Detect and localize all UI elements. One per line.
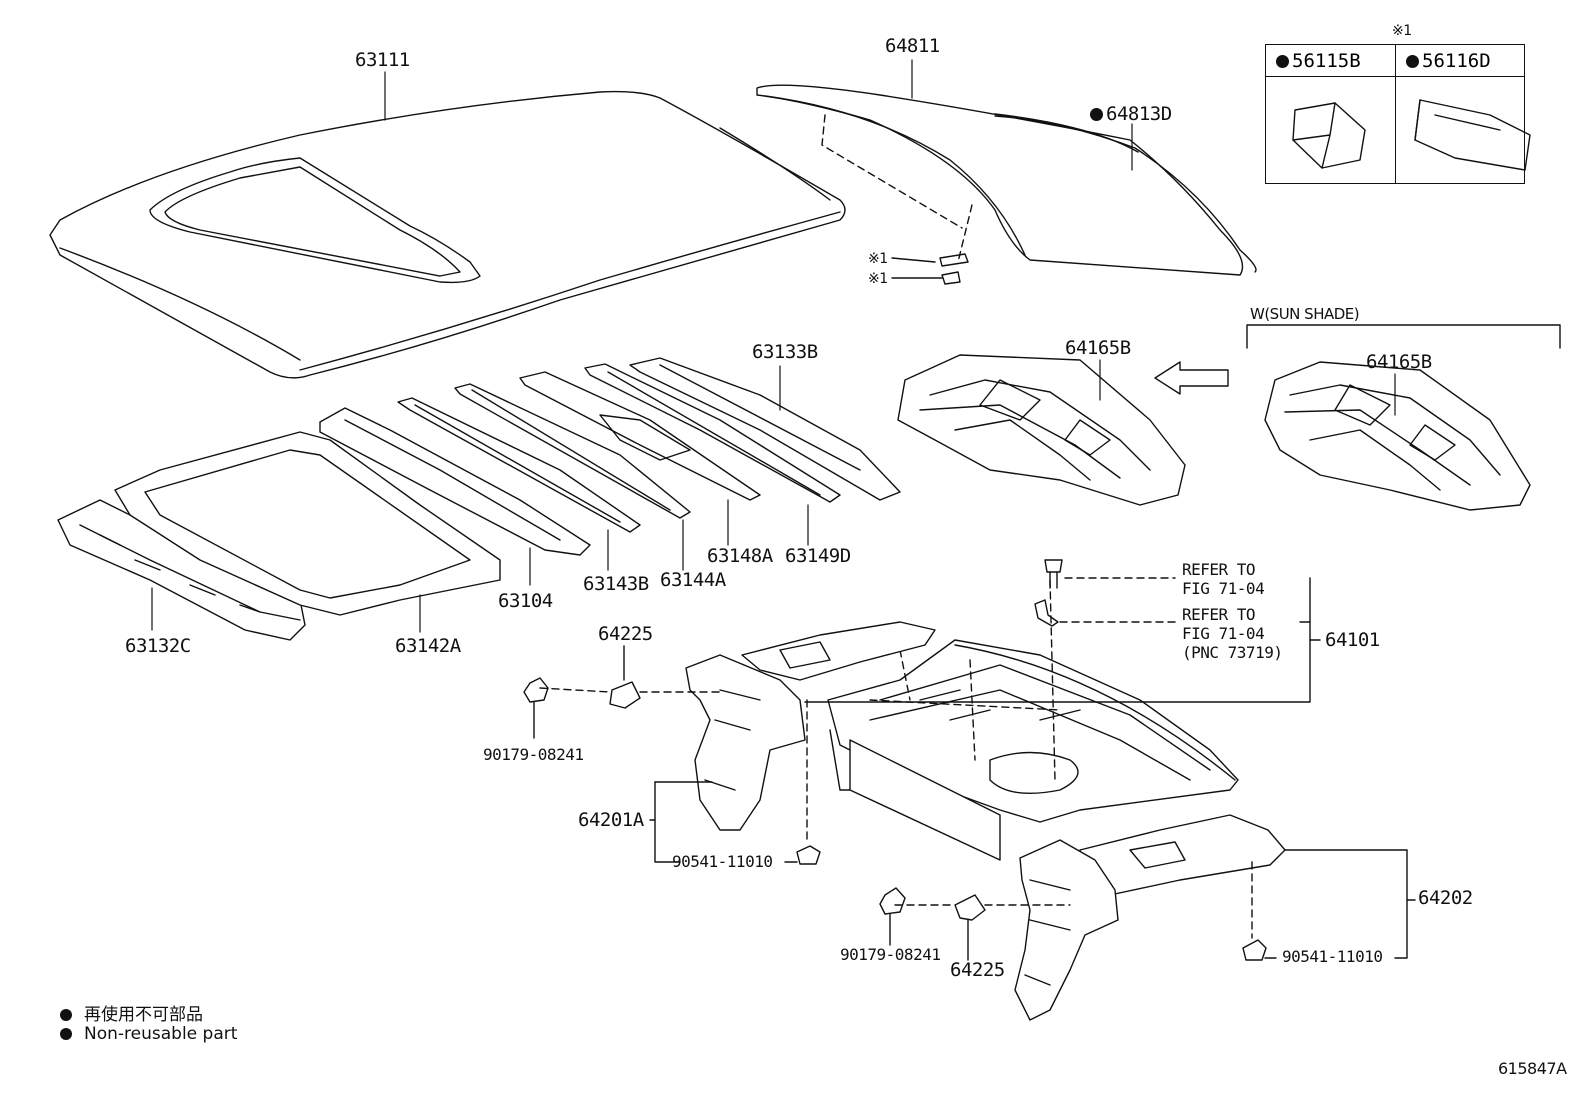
inset-head-b: 56116D [1396, 45, 1525, 77]
insulator-left-drawing [897, 354, 1186, 506]
right-bracket-drawing [879, 814, 1416, 1021]
label-64225-top: 64225 [598, 623, 653, 645]
label-63133B: 63133B [752, 341, 818, 363]
ref2-line2: FIG 71-04 [1182, 624, 1265, 643]
inset-table: 56115B 56116D [1265, 44, 1525, 184]
label-90541-left: 90541-11010 [672, 852, 773, 871]
label-64201A: 64201A [578, 809, 644, 831]
legend-line-2: Non-reusable part [60, 1024, 237, 1044]
bolt-drawings [804, 559, 1321, 703]
label-63148A: 63148A [707, 545, 773, 567]
non-reusable-dot-icon [60, 1009, 72, 1021]
label-63111: 63111 [355, 49, 410, 71]
label-90179-bot: 90179-08241 [840, 945, 941, 964]
label-63132C: 63132C [125, 635, 191, 657]
ref1-line2: FIG 71-04 [1182, 579, 1265, 598]
label-64165B-alt: 64165B [1366, 351, 1432, 373]
insulator-right-drawing [1264, 361, 1531, 511]
note-ref-2: ※1 [868, 271, 888, 287]
leader-lines [151, 59, 1396, 633]
left-bracket-drawing [523, 621, 936, 865]
direction-arrow [1154, 361, 1229, 395]
label-sunshade: W(SUN SHADE) [1250, 305, 1360, 323]
label-63149D: 63149D [785, 545, 851, 567]
ref2-line1: REFER TO [1182, 605, 1256, 624]
non-reusable-dot-icon [1276, 55, 1289, 68]
label-63144A: 63144A [660, 569, 726, 591]
roof-panel-drawing [49, 90, 846, 379]
label-64165B-main: 64165B [1065, 337, 1131, 359]
legend-text-jp: 再使用不可部品 [84, 1005, 203, 1025]
label-64811: 64811 [885, 35, 940, 57]
label-64101: 64101 [1325, 629, 1380, 651]
non-reusable-dot-icon [1406, 55, 1419, 68]
sunshade-bracket [1246, 324, 1561, 349]
label-64202: 64202 [1418, 887, 1473, 909]
inset-parts [1292, 99, 1531, 171]
inset-col-b: 56116D [1395, 45, 1525, 183]
label-90541-right: 90541-11010 [1282, 947, 1383, 966]
figure-id: 615847A [1498, 1059, 1567, 1078]
label-63104: 63104 [498, 590, 553, 612]
non-reusable-dot-icon [60, 1028, 72, 1040]
non-reusable-dot-icon [1090, 108, 1103, 121]
back-glass-drawing [756, 84, 1257, 285]
inset-col-a: 56115B [1266, 45, 1395, 183]
label-63142A: 63142A [395, 635, 461, 657]
note-ref-top: ※1 [1392, 23, 1412, 39]
roof-bows-drawing [57, 357, 901, 641]
legend-line-1: 再使用不可部品 [60, 1000, 203, 1025]
inset-label-a: 56115B [1292, 50, 1361, 72]
inset-head-a: 56115B [1266, 45, 1395, 77]
note-ref-1: ※1 [868, 251, 888, 267]
ref2-line3: (PNC 73719) [1182, 643, 1283, 662]
package-tray-drawing [827, 579, 1239, 861]
label-63143B: 63143B [583, 573, 649, 595]
label-90179-top: 90179-08241 [483, 745, 584, 764]
legend-text-en: Non-reusable part [84, 1024, 238, 1044]
ref1-line1: REFER TO [1182, 560, 1256, 579]
inset-label-b: 56116D [1422, 50, 1491, 72]
label-64813D-text: 64813D [1106, 103, 1172, 125]
label-64813D: 64813D [1090, 104, 1172, 124]
label-64225-bot: 64225 [950, 959, 1005, 981]
